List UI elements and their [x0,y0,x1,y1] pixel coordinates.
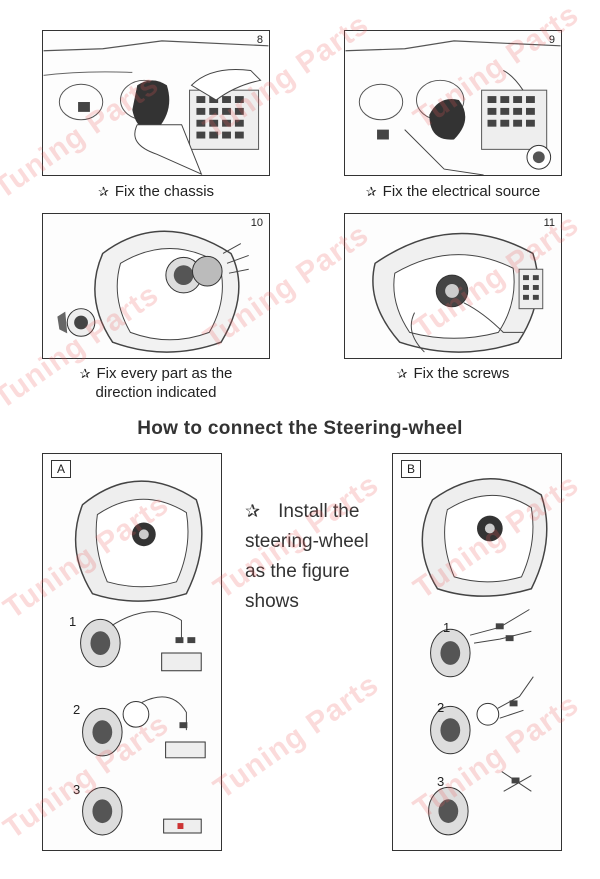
steering-wheel-kit-a [74,480,206,836]
step-10-caption: ✰Fix every part as the direction indicat… [79,365,233,401]
star-icon: ✰ [365,184,377,199]
sub-step-number: 2 [73,702,81,717]
sub-step-number: 2 [437,700,445,715]
sub-step-number: 3 [437,774,445,789]
electrical-source-illustration [345,40,561,175]
star-icon: ✰ [79,366,91,381]
box-a-label: A [51,460,71,478]
box-a-illustration: A 1 2 3 [42,453,222,851]
parts-direction-illustration [57,230,249,353]
steering-wheel-kit-b [421,478,548,836]
step-number: 9 [548,34,555,46]
star-icon: ✰ [97,184,109,199]
install-instruction: ✰Install the steering-wheel as the figur… [245,501,369,612]
section-title: How to connect the Steering-wheel [137,418,463,439]
box-b-illustration: B 1 2 3 [392,453,562,851]
step-9-caption: ✰Fix the electrical source [365,183,541,200]
step-11-caption: ✰Fix the screws [396,365,510,382]
step-number: 11 [543,217,555,229]
watermark: Tuning Parts [207,667,385,806]
step-8-illustration: 8 [42,30,270,176]
sub-step-number: 1 [443,620,451,635]
sub-step-number: 3 [73,782,81,797]
box-b-label: B [401,460,421,478]
sub-step-number: 1 [69,614,77,629]
step-number: 8 [256,34,263,46]
star-icon: ✰ [245,501,261,521]
step-10-illustration: 10 [42,213,270,359]
step-9-illustration: 9 [344,30,562,176]
screws-illustration [372,232,544,353]
step-number: 10 [250,217,263,229]
step-11-illustration: 11 [344,213,562,359]
star-icon: ✰ [396,366,408,381]
chassis-illustration [43,40,269,175]
step-8-caption: ✰Fix the chassis [97,183,215,200]
